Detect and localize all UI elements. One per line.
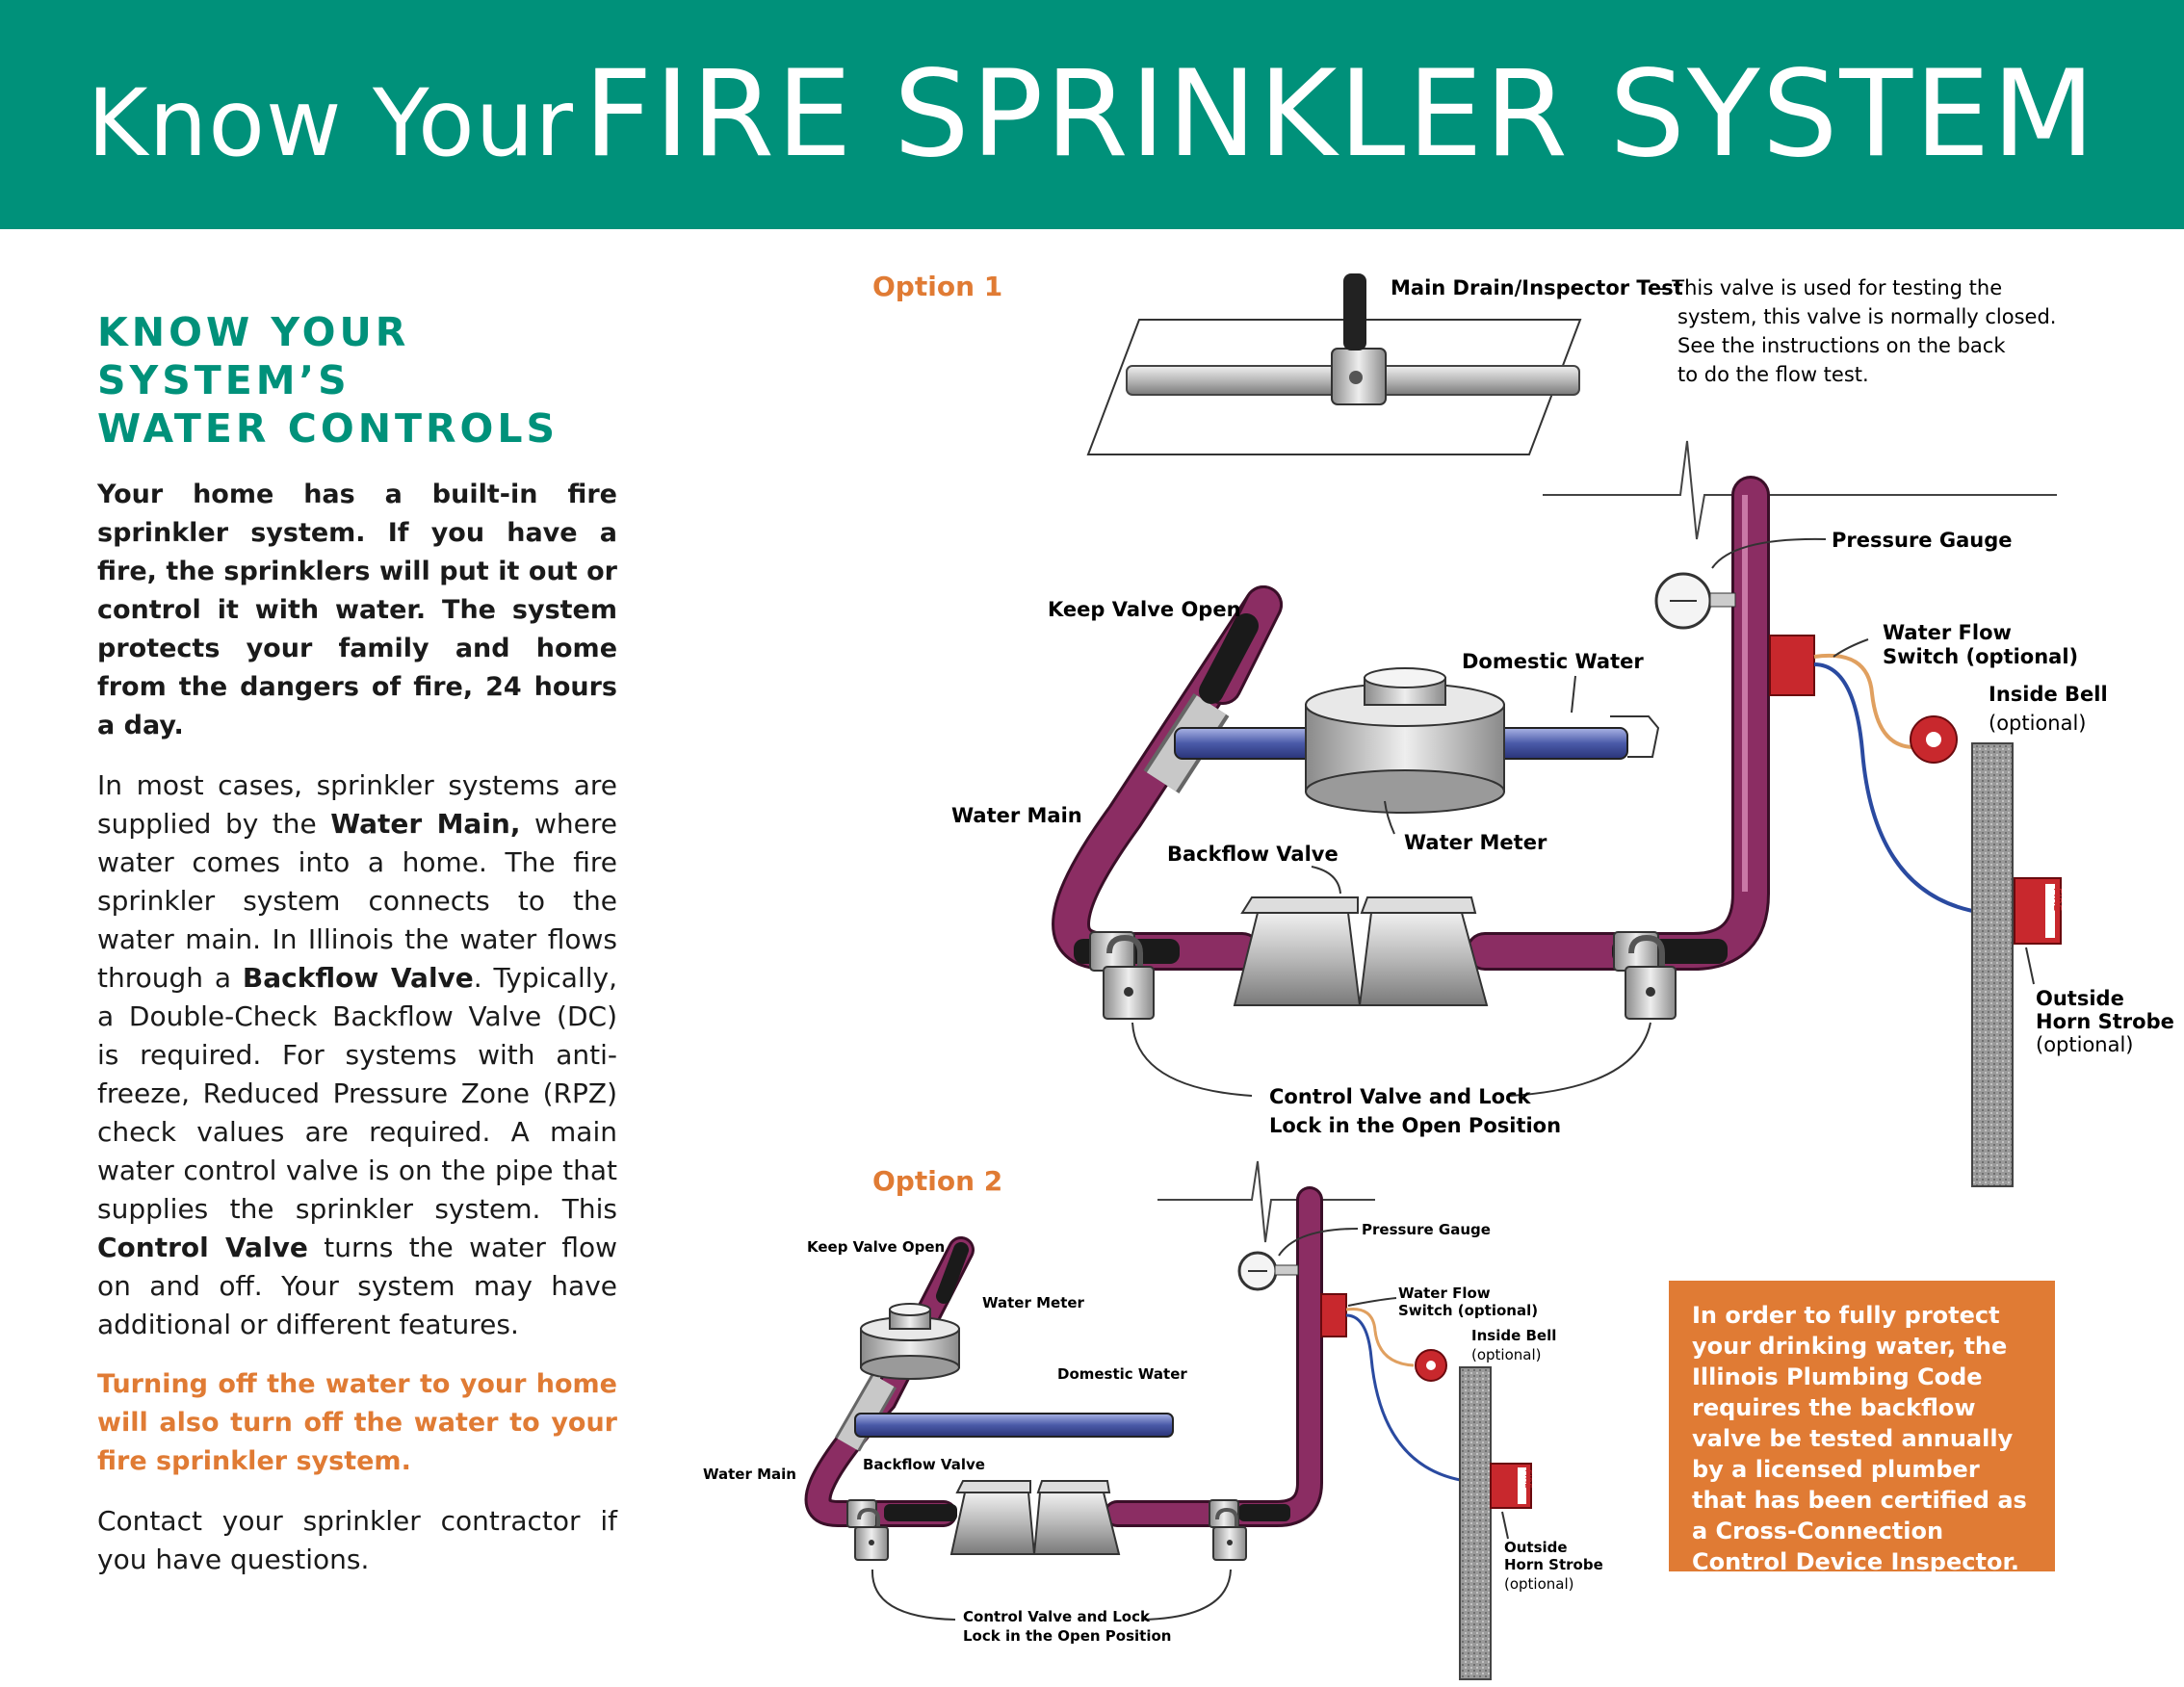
exterior-wall-1	[1971, 742, 2014, 1187]
floor-line-2	[1157, 1160, 1375, 1243]
supply-text-2: where water comes into a home. The fire …	[97, 808, 617, 994]
control-valve-label-1a: Control Valve and Lock	[1269, 1085, 1532, 1108]
water-flow-switch-1	[1769, 635, 2015, 918]
control-valve-label-2a: Control Valve and Lock	[963, 1608, 1151, 1625]
riser-pipe-2	[1104, 1186, 1323, 1527]
main-drain-description: - This valve is used for testing the sys…	[1658, 276, 2056, 386]
section-heading-line2: WATER CONTROLS	[97, 405, 559, 452]
horn-strobe-optional-2: (optional)	[1504, 1575, 1574, 1593]
supply-text-3: . Typically, a Double-Check Backflow Val…	[97, 962, 617, 1225]
horn-strobe-label-1a: Outside	[2036, 987, 2124, 1010]
pressure-gauge-2	[1237, 1228, 1359, 1291]
keep-valve-open-label-2: Keep Valve Open	[807, 1238, 945, 1256]
option1-title: Option 1	[872, 271, 1002, 302]
horn-strobe-fire-text-2: FIRE	[1522, 1469, 1532, 1489]
water-controls-section: KNOW YOUR SYSTEM’S WATER CONTROLS Your h…	[97, 308, 617, 1600]
main-drain-desc-1: - This valve is used for testing the	[1658, 276, 2002, 299]
main-drain-label: Main Drain/Inspector Test	[1391, 276, 1683, 299]
backflow-valve-label-2: Backflow Valve	[863, 1456, 985, 1473]
domestic-water-pipe-2	[854, 1413, 1174, 1438]
water-flow-switch-label-2b: Switch (optional)	[1398, 1302, 1538, 1319]
water-meter-1	[1305, 667, 1505, 814]
backflow-valve-term: Backflow Valve	[242, 962, 474, 994]
title-main: FIRE SPRINKLER SYSTEM	[584, 45, 2097, 184]
inside-bell-icon-2	[1415, 1349, 1447, 1382]
control-valve-right-2	[1209, 1499, 1247, 1561]
section-heading-line1: KNOW YOUR SYSTEM’S	[97, 309, 410, 403]
horn-strobe-label-1b: Horn Strobe	[2036, 1010, 2174, 1033]
domestic-water-label-1: Domestic Water	[1462, 650, 1644, 673]
inspection-callout: In order to fully protect your drinking …	[1669, 1281, 2055, 1575]
horn-strobe-fire-text-1: FIRE	[2051, 888, 2064, 911]
intro-paragraph: Your home has a built-in fire sprinkler …	[97, 480, 617, 740]
control-valve-term: Control Valve	[97, 1232, 308, 1263]
main-drain-desc-4: to do the flow test.	[1677, 363, 1869, 386]
supply-text-4: turns the water flow on and off. Your sy…	[97, 1232, 618, 1340]
water-flow-switch-label-2a: Water Flow	[1398, 1285, 1491, 1302]
water-main-term: Water Main,	[330, 808, 521, 840]
control-valve-right-1	[1613, 931, 1677, 1020]
control-valve-left-1	[1089, 931, 1155, 1020]
main-drain-desc-3: See the instructions on the back	[1677, 334, 2006, 357]
exterior-wall-2	[1459, 1366, 1492, 1680]
domestic-water-label-2: Domestic Water	[1057, 1365, 1187, 1383]
water-main-pipe-1	[1052, 585, 1283, 971]
supply-text-1: In most cases, sprinkler systems are sup…	[97, 769, 617, 840]
option2-title: Option 2	[872, 1165, 1002, 1197]
supply-paragraph: In most cases, sprinkler systems are sup…	[97, 766, 617, 1344]
water-main-label-1: Water Main	[951, 804, 1082, 827]
main-drain-desc-2: system, this valve is normally closed.	[1677, 305, 2056, 328]
horn-strobe-label-2a: Outside	[1504, 1539, 1568, 1556]
title-prefix: Know Your	[87, 69, 574, 177]
section-heading: KNOW YOUR SYSTEM’S WATER CONTROLS	[97, 308, 617, 453]
inside-bell-optional-1: (optional)	[1989, 712, 2087, 735]
water-meter-label-2: Water Meter	[982, 1294, 1085, 1311]
main-drain-valve	[1086, 273, 1582, 455]
title-banner: Know Your FIRE SPRINKLER SYSTEM	[0, 0, 2184, 229]
water-flow-switch-label-1a: Water Flow	[1883, 621, 2012, 644]
control-valve-label-1b: Lock in the Open Position	[1269, 1114, 1561, 1137]
backflow-valve-2	[949, 1480, 1121, 1555]
inside-bell-icon-1	[1910, 715, 1958, 764]
warning-paragraph: Turning off the water to your home will …	[97, 1369, 617, 1476]
control-valve-left-2	[846, 1499, 889, 1561]
contact-paragraph: Contact your sprinkler contractor if you…	[97, 1505, 617, 1575]
pressure-gauge-label-2: Pressure Gauge	[1362, 1221, 1491, 1238]
horn-strobe-label-2b: Horn Strobe	[1504, 1556, 1603, 1573]
pressure-gauge-label-1: Pressure Gauge	[1832, 529, 2012, 552]
water-flow-switch-label-1b: Switch (optional)	[1883, 645, 2078, 668]
inside-bell-label-1: Inside Bell	[1989, 683, 2108, 706]
keep-valve-open-label-1: Keep Valve Open	[1048, 598, 1241, 621]
backflow-valve-label-1: Backflow Valve	[1167, 843, 1339, 866]
inside-bell-label-2: Inside Bell	[1471, 1327, 1556, 1344]
horn-strobe-icon-2: FIRE	[1490, 1463, 1532, 1540]
inside-bell-optional-2: (optional)	[1471, 1346, 1542, 1363]
backflow-valve-1	[1233, 896, 1489, 1006]
horn-strobe-icon-1: FIRE	[2014, 877, 2064, 985]
page-title: Know Your FIRE SPRINKLER SYSTEM	[87, 55, 2096, 174]
water-flow-switch-2	[1320, 1293, 1492, 1485]
water-main-label-2: Water Main	[703, 1466, 796, 1483]
water-main-pipe-2	[804, 1236, 975, 1527]
water-meter-2	[860, 1303, 960, 1380]
pressure-gauge-1	[1654, 537, 1827, 630]
water-meter-label-1: Water Meter	[1404, 831, 1547, 854]
control-valve-label-2b: Lock in the Open Position	[963, 1627, 1171, 1645]
floor-line-1	[1543, 440, 2057, 540]
horn-strobe-optional-1: (optional)	[2036, 1033, 2134, 1056]
